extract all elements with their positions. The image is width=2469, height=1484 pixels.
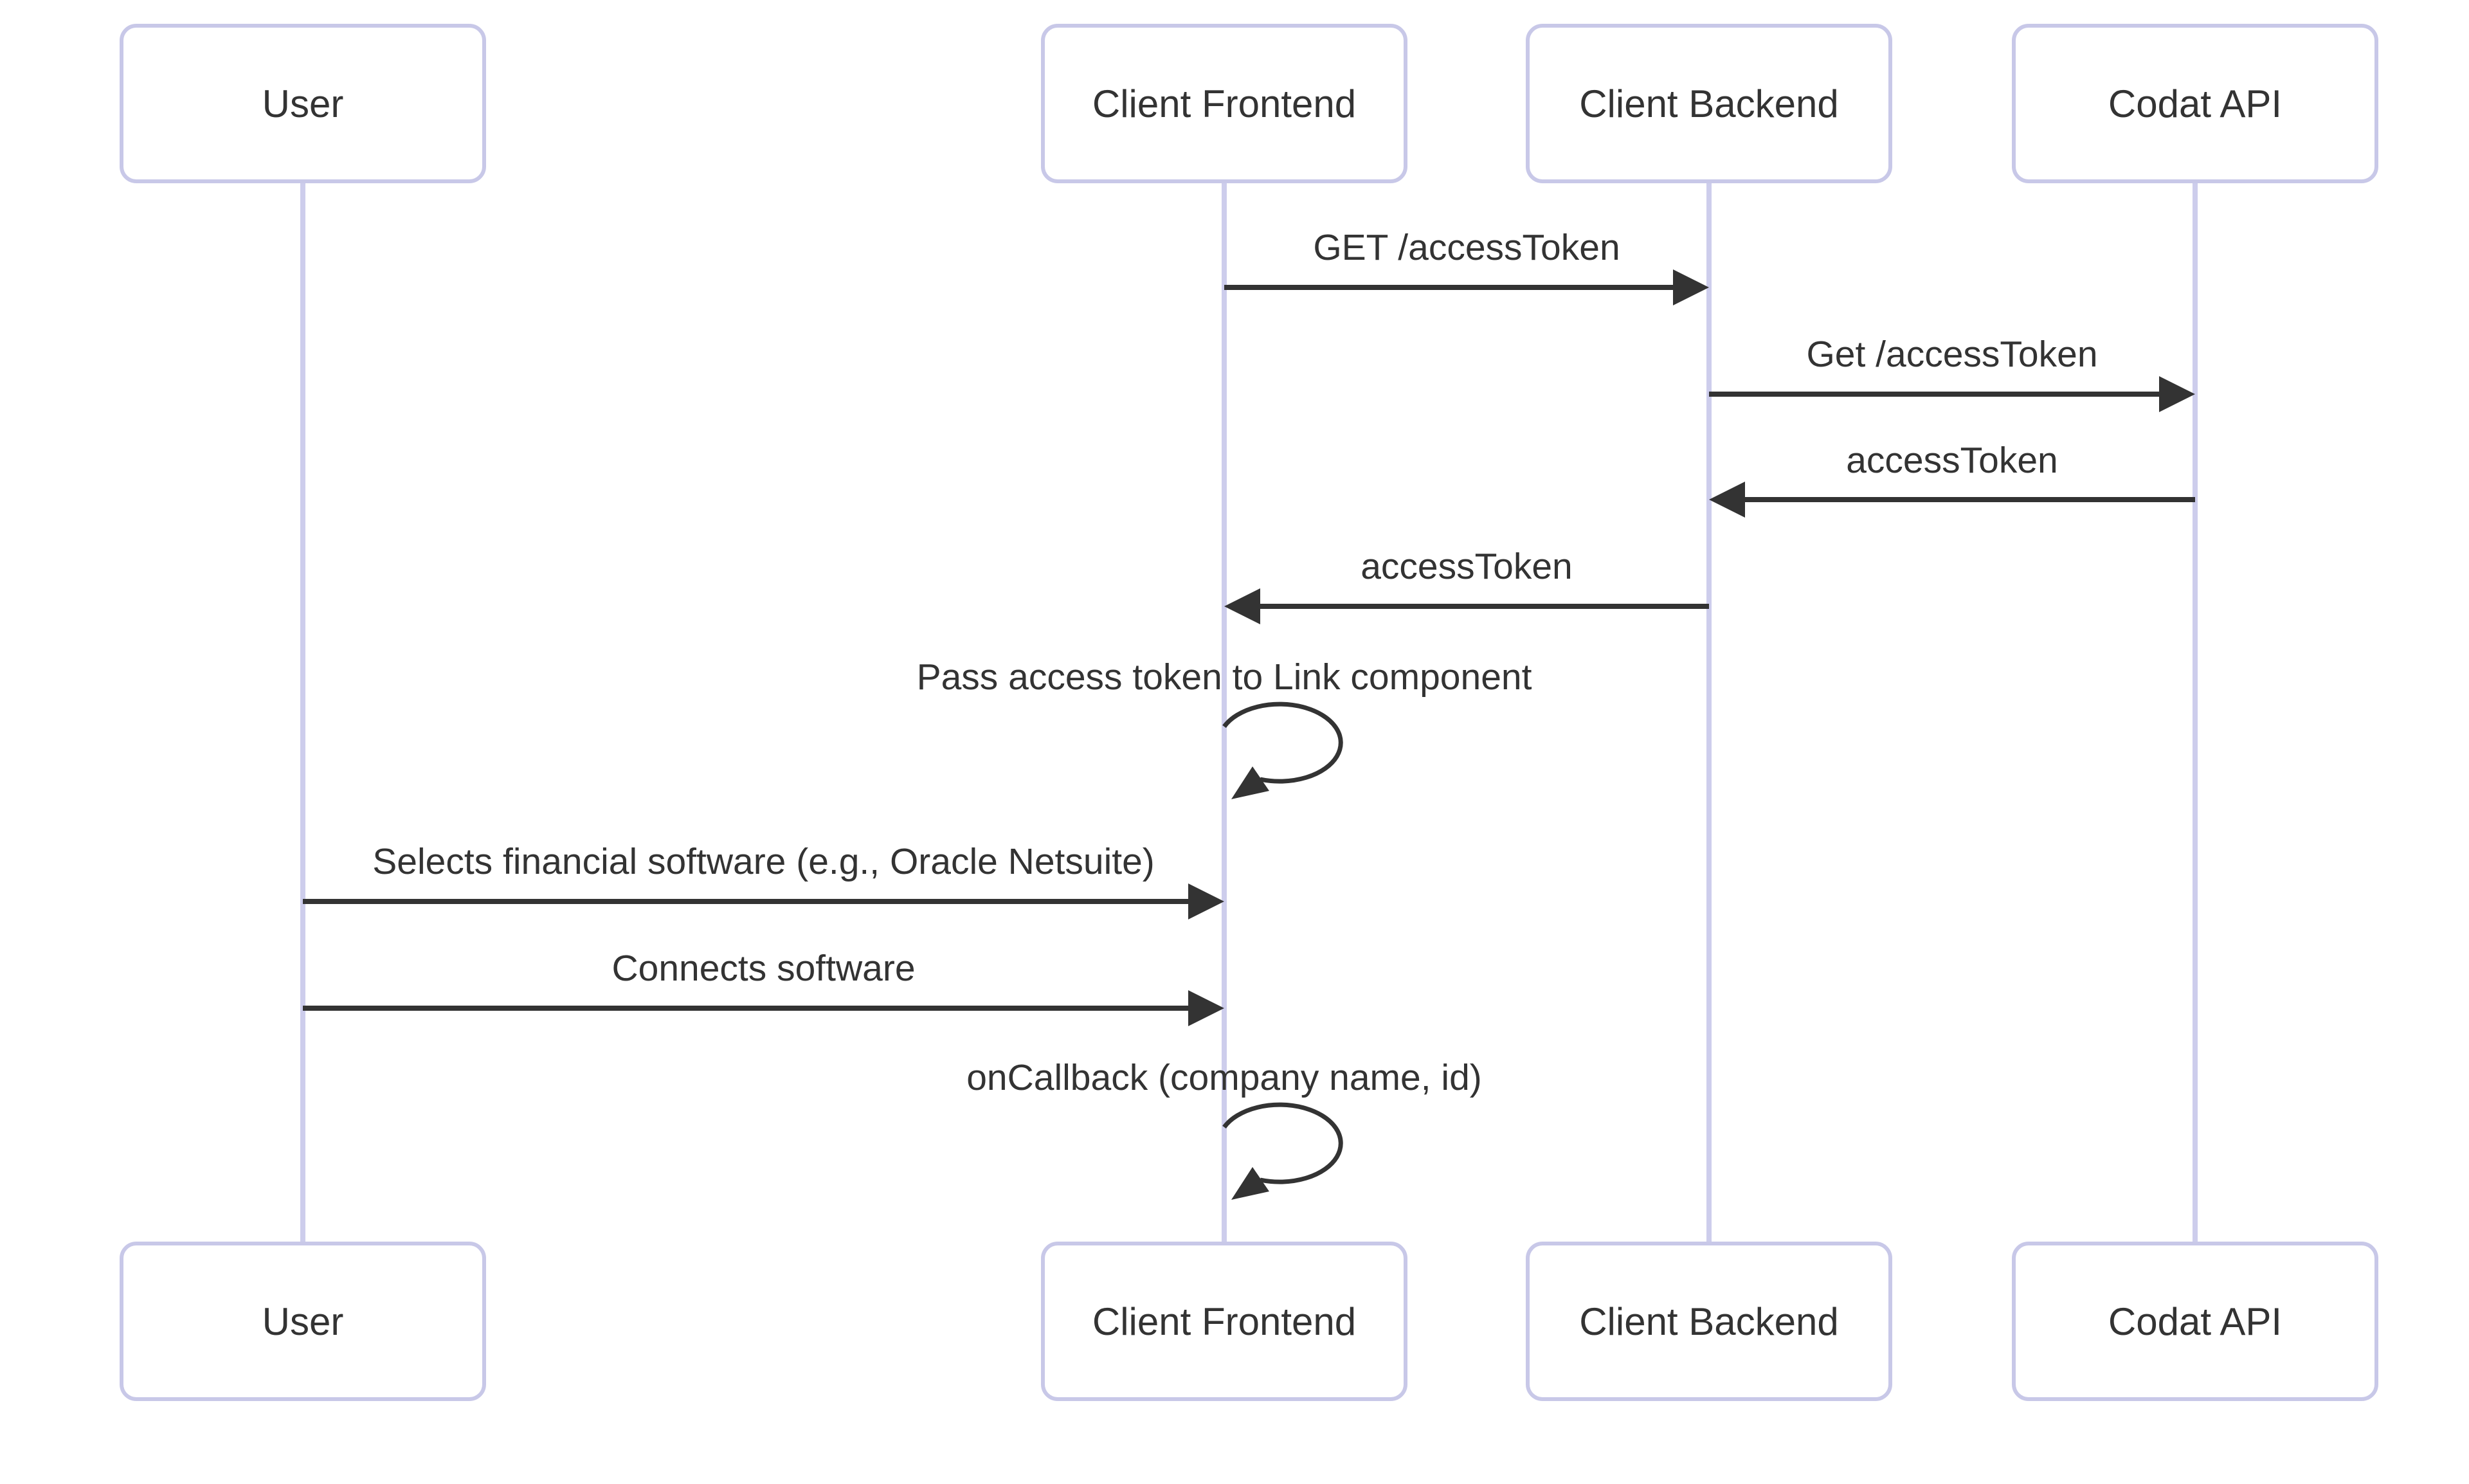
message-label-oncallback: onCallback (company name, id) <box>966 1057 1482 1098</box>
lifeline-codat-api <box>2193 183 2198 1242</box>
actor-box-user-bottom: User <box>120 1242 486 1401</box>
actor-box-user-top: User <box>120 24 486 183</box>
actor-box-client-backend-top: Client Backend <box>1526 24 1892 183</box>
lifeline-client-backend <box>1706 183 1712 1242</box>
actor-box-client-frontend-top: Client Frontend <box>1041 24 1407 183</box>
message-arrow-codat-to-backend <box>1709 482 2195 518</box>
actor-box-client-backend-bottom: Client Backend <box>1526 1242 1892 1401</box>
lifeline-user <box>300 183 305 1242</box>
message-label-accesstoken-return-codat: accessToken <box>1846 440 2058 481</box>
actor-label: User <box>262 82 344 125</box>
actor-box-codat-api-bottom: Codat API <box>2012 1242 2378 1401</box>
actor-label: Client Frontend <box>1092 82 1357 125</box>
message-label-get-accesstoken-backend: Get /accessToken <box>1806 334 2098 375</box>
message-label-selects-software: Selects financial software (e.g., Oracle… <box>372 841 1155 882</box>
actor-label: Codat API <box>2108 82 2283 125</box>
self-loop-arrow-pass-token <box>1222 701 1343 799</box>
message-arrow-user-to-frontend-select <box>303 883 1224 919</box>
actor-label: Client Frontend <box>1092 1299 1357 1343</box>
actor-box-codat-api-top: Codat API <box>2012 24 2378 183</box>
actor-box-client-frontend-bottom: Client Frontend <box>1041 1242 1407 1401</box>
lifeline-client-frontend <box>1222 183 1227 1242</box>
message-label-get-accesstoken-frontend: GET /accessToken <box>1313 227 1620 268</box>
message-label-pass-access-token: Pass access token to Link component <box>916 656 1532 698</box>
message-label-connects-software: Connects software <box>611 948 916 989</box>
actor-label: Client Backend <box>1579 1299 1839 1343</box>
message-arrow-user-to-frontend-connect <box>303 990 1224 1026</box>
actor-label: Client Backend <box>1579 82 1839 125</box>
message-arrow-backend-to-codat <box>1709 376 2195 412</box>
actor-label: User <box>262 1299 344 1343</box>
self-loop-arrow-oncallback <box>1222 1102 1343 1200</box>
actor-label: Codat API <box>2108 1299 2283 1343</box>
message-arrow-backend-to-frontend <box>1224 588 1709 624</box>
message-label-accesstoken-return-backend: accessToken <box>1361 546 1573 587</box>
message-arrow-frontend-to-backend <box>1224 269 1709 305</box>
